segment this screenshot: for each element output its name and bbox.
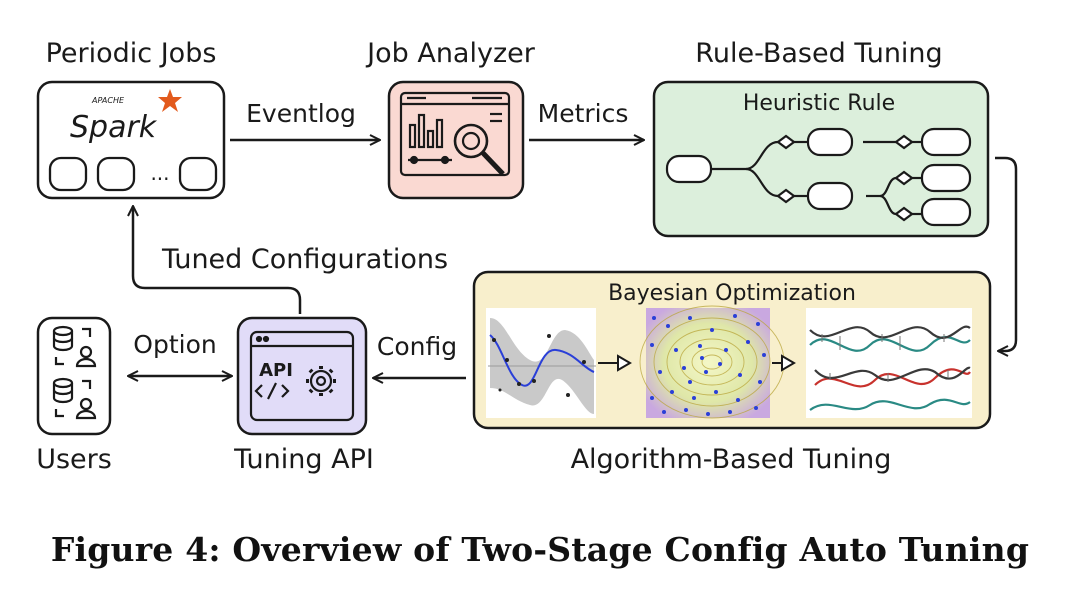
decision-tree <box>665 127 972 227</box>
spark-logo-apache: APACHE <box>91 96 125 105</box>
api-icon-text: API <box>259 360 293 381</box>
job-slot <box>96 156 136 192</box>
job-analyzer-title: Job Analyzer <box>365 38 536 69</box>
bayesian-optimization-label: Bayesian Optimization <box>608 281 856 306</box>
users-node: Users <box>36 316 112 475</box>
play-arrow-icon <box>598 354 632 372</box>
play-arrow-icon <box>772 354 796 372</box>
tuned-configurations-arrow <box>133 206 302 314</box>
job-slot <box>178 156 218 192</box>
rule-based-node: Rule-Based Tuning Heuristic Rule <box>652 38 990 238</box>
heuristic-rule-label: Heuristic Rule <box>743 91 895 116</box>
job-analyzer-node: Job Analyzer <box>365 38 536 200</box>
tuned-configurations-label: Tuned Configurations <box>161 244 448 275</box>
chart-magnifier-icon <box>399 91 511 177</box>
gp-regression-plot <box>486 308 596 418</box>
users-title: Users <box>36 444 112 475</box>
job-ellipsis: ... <box>150 161 169 185</box>
algorithm-based-node: Bayesian Optimization Algorithm-Based Tu… <box>472 270 992 475</box>
rule-based-box <box>652 80 990 238</box>
periodic-jobs-node: Periodic Jobs APACHE Spark ... <box>36 38 226 200</box>
rule-to-algorithm-arrow <box>995 156 1018 351</box>
api-gear-icon <box>249 330 355 422</box>
periodic-jobs-title: Periodic Jobs <box>46 38 217 69</box>
users-box <box>36 316 112 436</box>
dna-search-image <box>806 308 972 418</box>
option-label: Option <box>133 330 216 359</box>
tuning-api-node: API Tuning API <box>233 316 374 475</box>
job-slot <box>48 156 88 192</box>
acquisition-contour-plot <box>639 305 785 419</box>
diagram-canvas: Periodic Jobs APACHE Spark ... Eventlog … <box>36 38 1018 475</box>
algorithm-based-title: Algorithm-Based Tuning <box>571 444 892 475</box>
rule-based-title: Rule-Based Tuning <box>695 38 942 69</box>
figure-caption: Figure 4: Overview of Two-Stage Config A… <box>50 530 1030 569</box>
tuning-api-box <box>236 316 368 436</box>
eventlog-label: Eventlog <box>246 99 356 128</box>
database-user-icon <box>52 325 97 420</box>
metrics-label: Metrics <box>538 99 629 128</box>
tuning-api-title: Tuning API <box>233 444 374 475</box>
spark-logo-text: Spark <box>70 110 158 145</box>
spark-logo: APACHE Spark <box>70 89 182 145</box>
star-icon <box>158 89 182 112</box>
config-label: Config <box>377 332 457 361</box>
